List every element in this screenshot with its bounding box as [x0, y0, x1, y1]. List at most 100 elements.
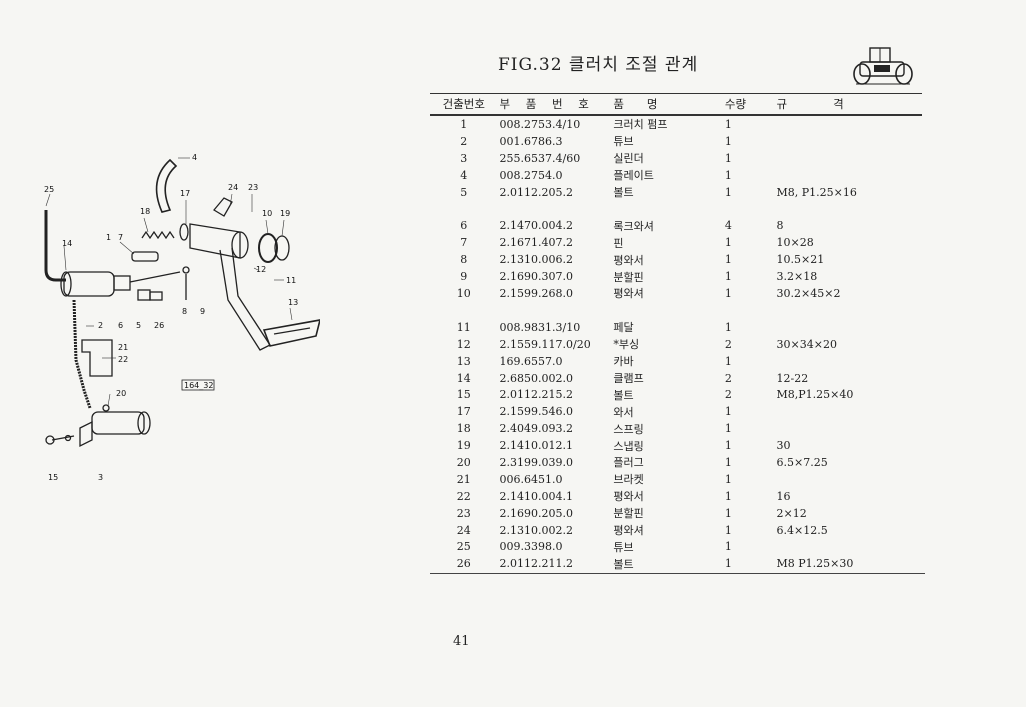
cell-spec: 10×28	[776, 236, 814, 250]
cell-name: 분할핀	[613, 507, 644, 521]
cell-no: 7	[460, 236, 468, 250]
cell-name: 볼트	[613, 186, 634, 199]
cell-no: 18	[456, 422, 471, 436]
callout-18: 18	[140, 207, 150, 216]
cell-name: 튜브	[613, 135, 634, 149]
callout-14: 14	[62, 239, 72, 248]
cell-no: 21	[456, 472, 471, 486]
cell-qty: 1	[724, 489, 732, 503]
cell-qty: 1	[724, 439, 732, 453]
cell-name: 페달	[613, 321, 634, 335]
cell-no: 5	[460, 185, 468, 199]
callout-2: 2	[98, 321, 103, 330]
cell-name: 평와셔	[613, 287, 644, 301]
cell-part-number: 009.3398.0	[499, 540, 563, 554]
cell-qty: 1	[724, 405, 732, 419]
cell-part-number: 2.1470.004.2	[499, 219, 574, 233]
cell-no: 8	[460, 253, 468, 267]
cell-qty: 1	[724, 320, 732, 334]
cell-part-number: 2.6850.002.0	[499, 371, 574, 385]
cell-qty: 1	[724, 422, 732, 436]
tractor-icon	[853, 47, 913, 85]
cell-part-number: 008.9831.3/10	[499, 320, 581, 334]
cell-part-number: 2.4049.093.2	[499, 422, 574, 436]
cell-qty: 1	[724, 286, 732, 300]
cell-name: 튜브	[613, 540, 634, 554]
cell-spec: M8 P1.25×30	[776, 557, 854, 571]
cell-part-number: 255.6537.4/60	[499, 151, 581, 165]
cell-spec	[777, 133, 922, 150]
figure-code: 164_32	[184, 381, 213, 390]
cell-no: 17	[456, 405, 471, 419]
callout-1: 1	[106, 233, 111, 242]
cell-no: 3	[460, 151, 468, 165]
cell-name: 볼트	[613, 557, 634, 571]
cell-no: 12	[456, 337, 471, 351]
table-header-row: 건출번호 부 품 번 호 품 명 수량 규 격	[430, 93, 922, 116]
cell-name: 플러그	[613, 456, 644, 470]
cell-name: 클램프	[613, 372, 644, 386]
callout-6: 6	[118, 321, 123, 330]
cell-spec: 30.2×45×2	[776, 286, 841, 300]
callout-4: 4	[192, 153, 197, 162]
cell-part-number: 2.1671.407.2	[499, 236, 574, 250]
cell-qty: 1	[724, 472, 732, 486]
header-part-number: 부 품 번 호	[497, 93, 614, 116]
cell-no: 23	[456, 506, 471, 520]
cell-name: 스프링	[613, 422, 644, 436]
cell-name: 실린더	[613, 152, 644, 166]
cell-qty: 1	[724, 455, 732, 469]
cell-qty: 1	[724, 354, 732, 368]
cell-name: 분할핀	[613, 270, 644, 284]
callout-17: 17	[180, 189, 190, 198]
cell-qty: 1	[724, 557, 732, 571]
cell-qty: 1	[724, 236, 732, 250]
clutch-diagram: 164_32 25 14 1 7 18 17 4 24 23 10 19 12 …	[44, 153, 320, 482]
cell-qty: 2	[724, 371, 732, 385]
callout-22: 22	[118, 355, 128, 364]
callout-11: 11	[286, 276, 296, 285]
cell-spec	[777, 353, 922, 370]
cell-spec: 30	[776, 439, 791, 453]
header-name: 품 명	[613, 93, 725, 116]
cell-name: 스냅링	[613, 439, 644, 453]
cell-qty: 1	[724, 523, 732, 537]
callout-9: 9	[200, 307, 205, 316]
callout-10: 10	[262, 209, 272, 218]
callout-3: 3	[98, 473, 103, 482]
cell-no: 2	[460, 134, 468, 148]
cell-no: 25	[456, 540, 471, 554]
cell-qty: 1	[724, 185, 732, 199]
cell-name: 평와서	[613, 253, 644, 267]
cell-spec: 10.5×21	[776, 253, 825, 267]
cell-no: 4	[460, 168, 468, 182]
callout-15: 15	[48, 473, 58, 482]
cell-no: 13	[456, 354, 471, 368]
cell-no: 14	[456, 371, 471, 385]
cell-qty: 1	[724, 117, 732, 131]
page-title: FIG.32 클러치 조절 관계	[498, 55, 699, 75]
cell-spec	[777, 538, 922, 555]
cell-name: 와서	[613, 405, 634, 419]
cell-qty: 1	[724, 506, 732, 520]
cell-part-number: 2.1690.307.0	[499, 270, 574, 284]
callout-24: 24	[228, 183, 238, 192]
cell-no: 15	[456, 388, 471, 402]
cell-name: 카바	[613, 355, 634, 369]
callout-12: 12	[256, 265, 266, 274]
cell-qty: 1	[724, 253, 732, 267]
